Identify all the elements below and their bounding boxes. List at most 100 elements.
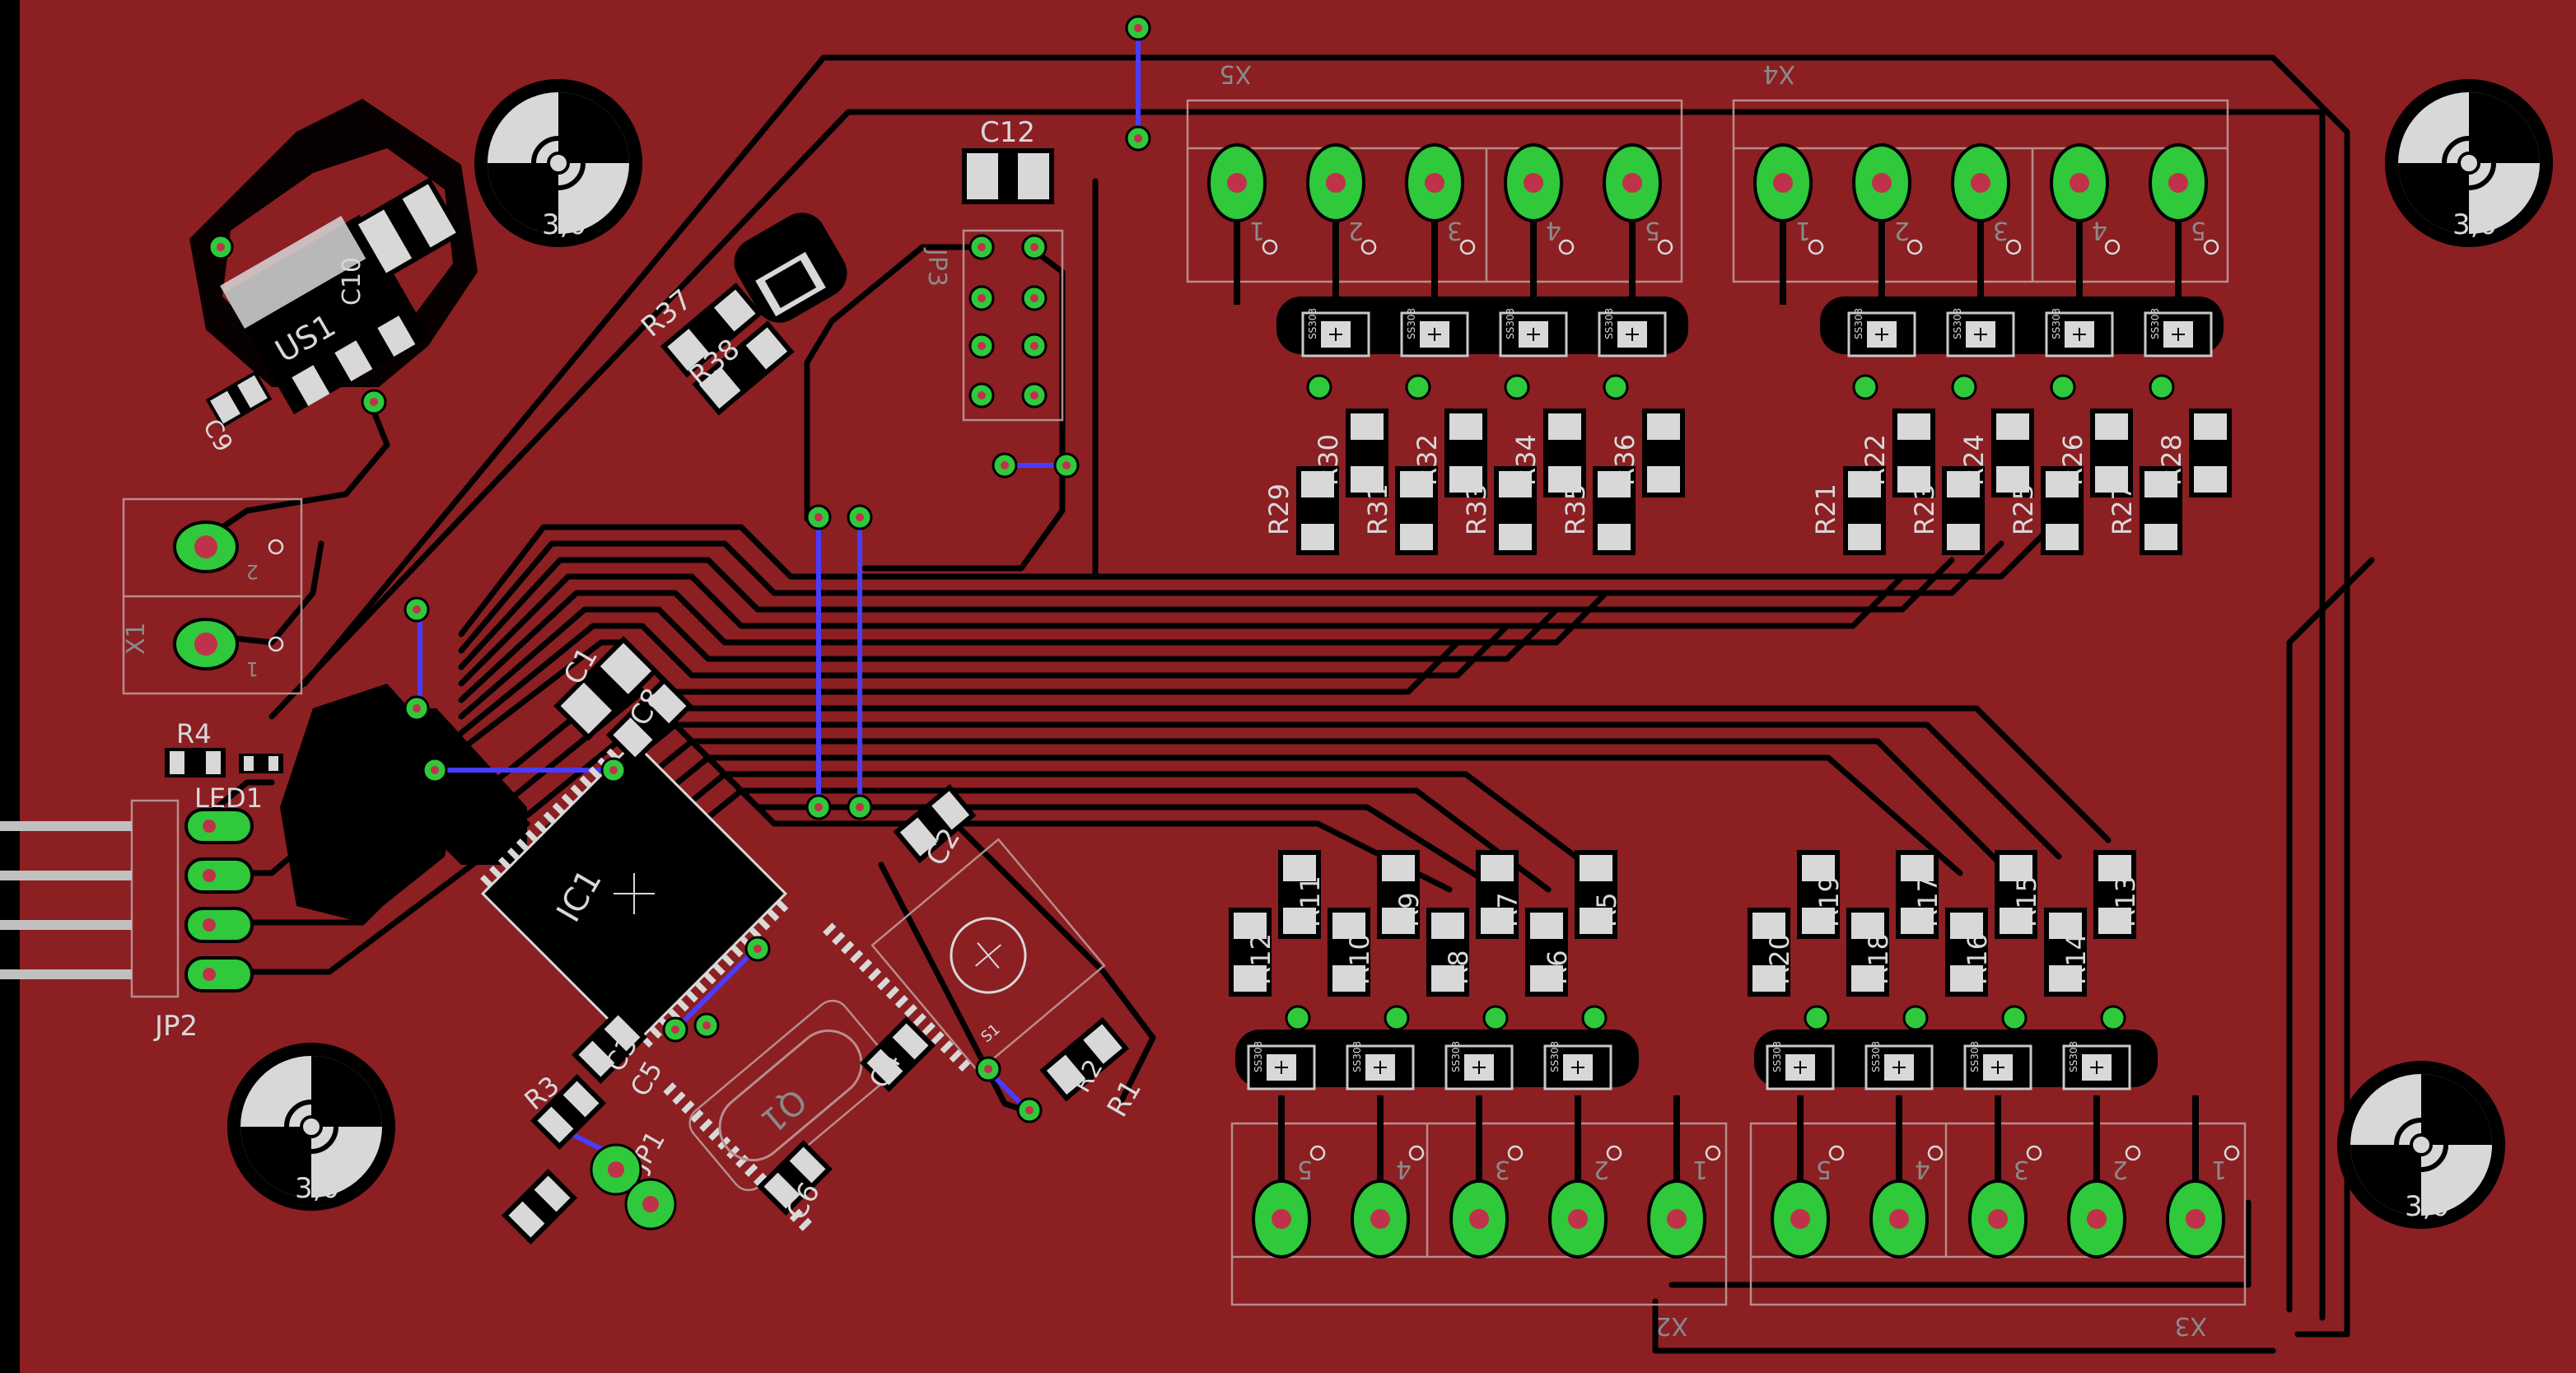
resistor-pad bbox=[2144, 524, 2177, 550]
via bbox=[1902, 1005, 1929, 1031]
pin-marker bbox=[1309, 1145, 1326, 1161]
mount-hole-ring bbox=[2442, 136, 2496, 190]
pin-marker bbox=[1262, 239, 1278, 255]
resistor-pad bbox=[1851, 913, 1884, 939]
ic-pin bbox=[748, 926, 762, 940]
diode-label: SS303 bbox=[1853, 308, 1864, 339]
pin-number: 4 bbox=[1546, 216, 1561, 245]
via bbox=[1384, 1005, 1410, 1031]
ic-pin bbox=[479, 875, 494, 889]
vias bbox=[208, 15, 1151, 1123]
ic-pin bbox=[497, 857, 512, 871]
resistor-label: R18 bbox=[1863, 933, 1894, 985]
resistor-pad bbox=[1901, 908, 1934, 934]
pin-marker bbox=[1657, 239, 1673, 255]
resistor-label: R13 bbox=[2110, 876, 2141, 927]
pin-marker bbox=[1906, 239, 1923, 255]
diode-label: SS303 bbox=[1952, 308, 1963, 339]
via-drill bbox=[978, 342, 986, 350]
via-drill bbox=[370, 398, 378, 406]
ic-pin bbox=[690, 1109, 704, 1123]
resistor-label: R10 bbox=[1344, 933, 1375, 985]
resistor-pad bbox=[1598, 471, 1631, 497]
label-x2: X2 bbox=[1655, 1311, 1688, 1340]
via-drill bbox=[978, 243, 986, 251]
resistor-pad bbox=[1530, 965, 1563, 992]
pin-number: 5 bbox=[1645, 216, 1660, 245]
connector-x1: X1 1 2 bbox=[122, 497, 303, 695]
resistor-label: R36 bbox=[1609, 434, 1640, 486]
resistor-pad bbox=[2098, 855, 2131, 881]
ic-pin bbox=[940, 1039, 954, 1054]
ic-pin bbox=[648, 1025, 662, 1039]
resistor-pad bbox=[1548, 466, 1581, 493]
via-drill bbox=[814, 803, 823, 811]
ic-pin bbox=[681, 1100, 695, 1114]
diode-small bbox=[755, 251, 826, 317]
pin-marker bbox=[1360, 239, 1377, 255]
label-x4: X4 bbox=[1762, 59, 1795, 88]
pin-number: 2 bbox=[1594, 1155, 1609, 1184]
ic-pin bbox=[730, 944, 744, 958]
resistor-label: R15 bbox=[2011, 876, 2042, 927]
pad-drill bbox=[1872, 173, 1892, 193]
resistor-pad bbox=[1580, 855, 1612, 881]
resistor-pad bbox=[2046, 471, 2079, 497]
resistor-pad bbox=[1752, 913, 1785, 939]
resistor-pad bbox=[1647, 466, 1680, 493]
resistor-label: R9 bbox=[1393, 892, 1425, 927]
pin-marker bbox=[1927, 1145, 1944, 1161]
resistor-pad bbox=[1947, 524, 1980, 550]
resistor-pad bbox=[2095, 413, 2128, 440]
mount-hole-label: 3,0 bbox=[2452, 208, 2497, 241]
ic-pin bbox=[488, 866, 503, 880]
label-c10: C10 bbox=[338, 257, 366, 306]
mount-hole-label: 3,0 bbox=[295, 1172, 339, 1205]
resistor-pad bbox=[1996, 413, 2029, 440]
resistor-pad bbox=[1947, 471, 1980, 497]
pad-drill bbox=[2070, 173, 2089, 193]
ic-pin bbox=[712, 962, 726, 976]
resistor-pad bbox=[1283, 855, 1316, 881]
resistor-label: R19 bbox=[1813, 876, 1845, 927]
via-drill bbox=[754, 945, 762, 953]
caps-c1-c8 bbox=[553, 636, 693, 764]
via-drill bbox=[217, 243, 225, 251]
diode-label: SS303 bbox=[1351, 1041, 1363, 1072]
label-x5: X5 bbox=[1219, 59, 1252, 88]
pin-number: 3 bbox=[2014, 1155, 2029, 1184]
connector-x4: X4 bbox=[1732, 59, 2229, 283]
diode-label: SS303 bbox=[1549, 1041, 1561, 1072]
resistor-pad bbox=[1950, 913, 1983, 939]
pin-number: 2 bbox=[1348, 216, 1364, 245]
resistor-pad bbox=[1897, 466, 1930, 493]
resistor-pad bbox=[1351, 466, 1384, 493]
via bbox=[1852, 374, 1878, 400]
pin-marker bbox=[1558, 239, 1575, 255]
pad-drill bbox=[1889, 1209, 1909, 1229]
cap-c10: C10 bbox=[338, 177, 463, 306]
ic-pin bbox=[867, 968, 882, 982]
pad-drill bbox=[1773, 173, 1793, 193]
via-drill bbox=[702, 1021, 711, 1030]
pin-number: 3 bbox=[1447, 216, 1463, 245]
ic-pin bbox=[663, 1082, 677, 1096]
mount-hole-label: 3,0 bbox=[542, 208, 586, 241]
pin-marker bbox=[1507, 1145, 1524, 1161]
pad-drill bbox=[2186, 1209, 2205, 1229]
ic-pin bbox=[832, 932, 846, 946]
pin-number: 4 bbox=[1396, 1155, 1412, 1184]
pin-number: 1 bbox=[1795, 216, 1811, 245]
ic-pin bbox=[885, 986, 900, 1000]
resistor-pad bbox=[1332, 913, 1365, 939]
r4-led1: R4 LED1 bbox=[165, 718, 283, 814]
resistor-pad bbox=[1752, 965, 1785, 992]
diode-label: SS303 bbox=[1505, 308, 1516, 339]
ic-pin bbox=[506, 848, 521, 862]
cap-c12: C12 bbox=[962, 116, 1054, 204]
ic-pin bbox=[534, 820, 548, 834]
via bbox=[1405, 374, 1431, 400]
resistor-pad bbox=[1499, 471, 1532, 497]
via-drill bbox=[1030, 294, 1038, 302]
mount-hole-ring bbox=[531, 136, 586, 190]
